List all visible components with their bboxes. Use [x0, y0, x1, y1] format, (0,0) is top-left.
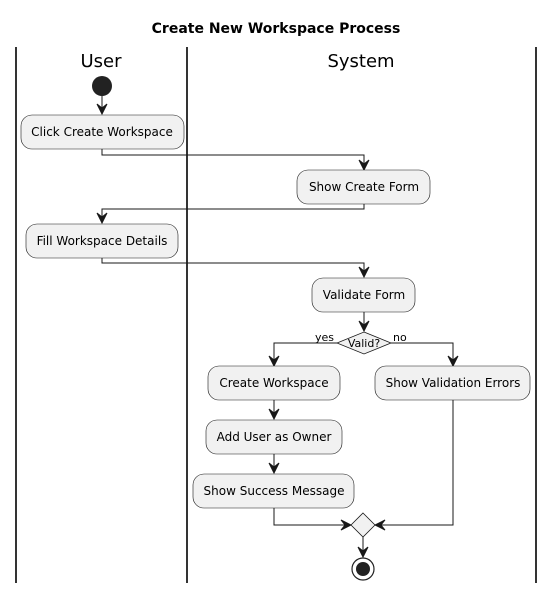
arrowhead	[447, 355, 459, 368]
activity-label: Show Validation Errors	[386, 376, 521, 390]
activity-create-workspace: Create Workspace	[207, 365, 341, 401]
start-node	[92, 76, 112, 96]
activity-label: Fill Workspace Details	[37, 234, 168, 248]
arrowhead	[358, 320, 370, 333]
branch-label-no: no	[393, 331, 407, 344]
edge-fill-to-validate	[101, 258, 365, 273]
arrowhead	[358, 159, 370, 172]
end-node	[351, 557, 375, 581]
edge-show-form-to-fill	[101, 204, 365, 219]
branch-label-yes: yes	[315, 331, 334, 344]
decision-label: Valid?	[348, 337, 381, 350]
merge-node	[350, 512, 376, 538]
activity-label: Show Success Message	[204, 484, 345, 498]
activity-validate-form: Validate Form	[311, 277, 416, 313]
edge-click-to-show-form	[101, 149, 365, 166]
arrowhead	[268, 355, 280, 368]
arrowhead	[96, 212, 108, 225]
decision-valid: Valid?	[335, 331, 393, 355]
activity-click-create-workspace: Click Create Workspace	[20, 114, 185, 150]
lane-title-system: System	[327, 51, 394, 72]
arrowhead	[340, 519, 353, 531]
activity-label: Add User as Owner	[217, 430, 332, 444]
activity-label: Validate Form	[323, 288, 405, 302]
activity-show-create-form: Show Create Form	[296, 169, 431, 205]
arrowhead	[358, 266, 370, 279]
arrowhead	[268, 462, 280, 475]
edge-decision-yes	[273, 342, 337, 362]
lane-title-user: User	[80, 51, 122, 72]
activity-label: Create Workspace	[219, 376, 328, 390]
edge-errors-to-merge	[379, 400, 454, 526]
diagram-title: Create New Workspace Process	[152, 21, 401, 37]
activity-fill-workspace-details: Fill Workspace Details	[25, 223, 179, 259]
activity-label: Show Create Form	[309, 180, 419, 194]
activity-add-user-as-owner: Add User as Owner	[205, 419, 343, 455]
arrowhead	[268, 408, 280, 421]
activity-label: Click Create Workspace	[31, 125, 173, 139]
edge-decision-no	[391, 342, 454, 362]
activity-show-success-message: Show Success Message	[192, 473, 355, 509]
arrowhead	[373, 519, 386, 531]
arrowhead	[357, 546, 369, 559]
edge-success-to-merge	[273, 508, 347, 526]
activity-show-validation-errors: Show Validation Errors	[374, 365, 531, 401]
arrowhead	[96, 103, 108, 116]
